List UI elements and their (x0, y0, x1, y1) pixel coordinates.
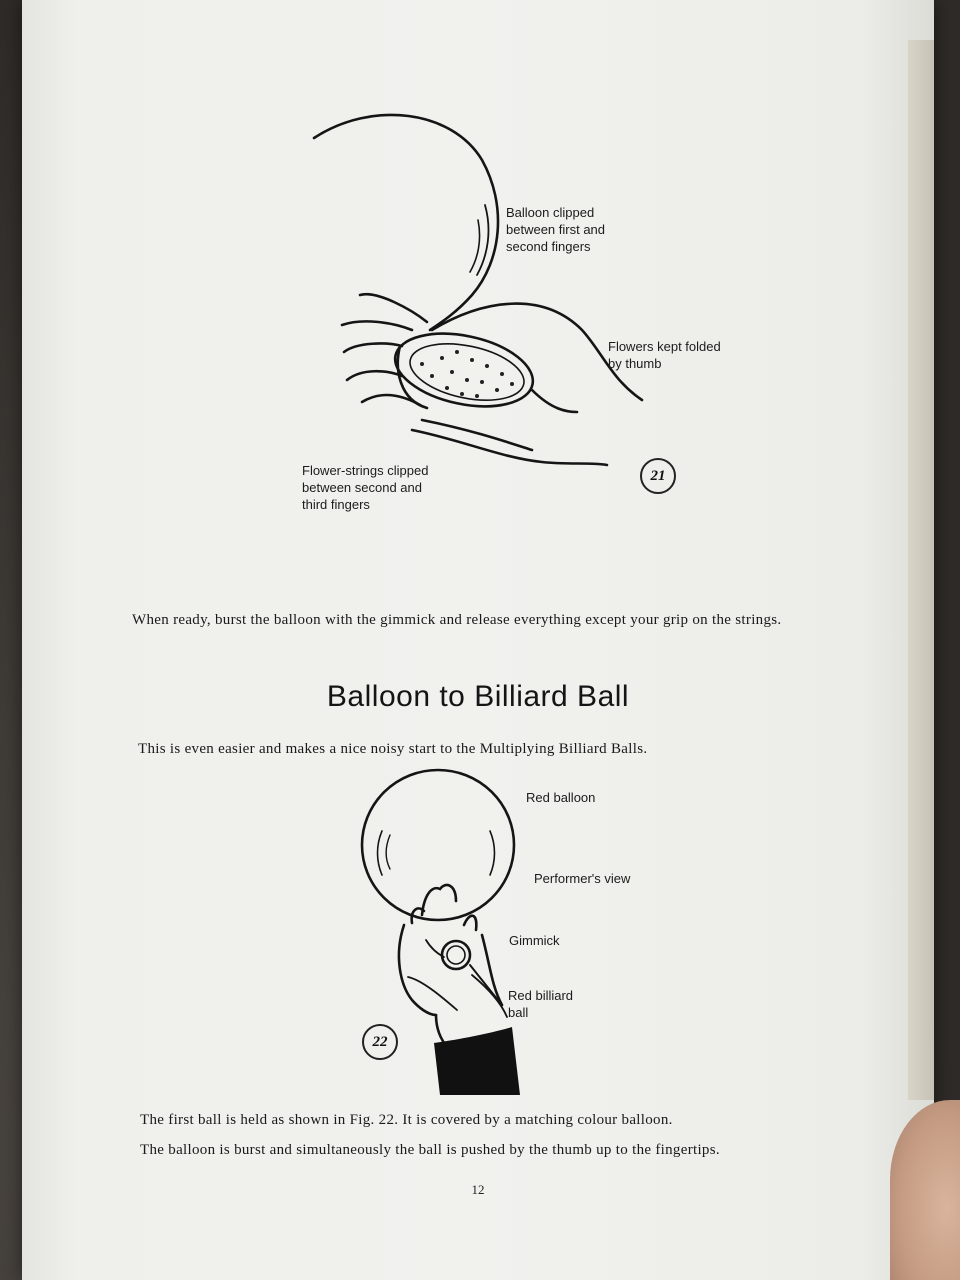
page-number: 12 (471, 1182, 485, 1197)
section-heading: Balloon to Billiard Ball (326, 680, 630, 713)
section-intro: This is even easier and makes a nice noi… (138, 741, 648, 757)
fig22-label-gimmick: Gimmick (509, 933, 560, 948)
paragraph-fig22-a: The first ball is held as shown in Fig. … (140, 1112, 673, 1128)
fig21-label-strings: Flower-strings clipped between second an… (302, 463, 429, 512)
fig21-label-balloon: Balloon clipped between first and second… (506, 205, 606, 254)
holding-thumb (890, 1100, 960, 1280)
fig21-label-flowers: Flowers kept folded by thumb (608, 339, 721, 371)
fig22-label-billiard: Red billiard ball (508, 988, 574, 1020)
book-page: Balloon clipped between first and second… (22, 0, 934, 1280)
figure-22-illustration (360, 768, 520, 1095)
paragraph-fig22-b: The balloon is burst and simultaneously … (140, 1142, 720, 1158)
figure-21-number: 21 (640, 458, 676, 494)
fig22-label-red-balloon: Red balloon (526, 790, 596, 805)
next-page-edge (908, 40, 934, 1100)
fig22-label-view: Performer's view (534, 871, 631, 886)
figure-22-number: 22 (362, 1024, 398, 1060)
figure-21-illustration (312, 113, 644, 467)
paragraph-ready: When ready, burst the balloon with the g… (132, 612, 782, 628)
